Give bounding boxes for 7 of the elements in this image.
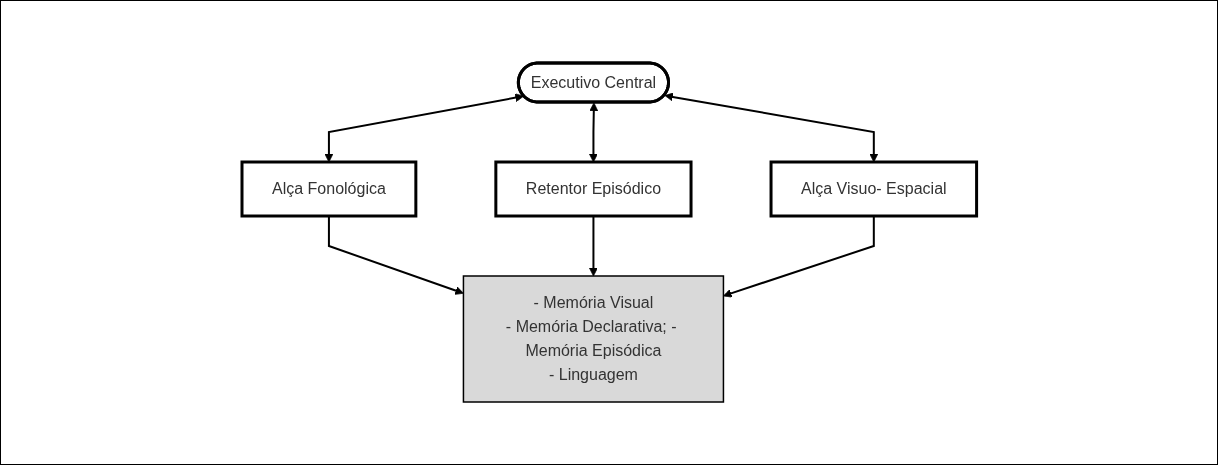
arrow bbox=[664, 92, 878, 163]
node-box: Alça Fonológica bbox=[240, 160, 418, 218]
node-box: - Memória Visual - Memória Declarativa; - Memória Episódica - Linguagem bbox=[462, 275, 724, 403]
node-box: Alça Visuo- Espacial bbox=[769, 160, 978, 218]
arrow bbox=[588, 102, 598, 163]
node-box: Retentor Episódico bbox=[494, 160, 693, 218]
arrow bbox=[324, 93, 524, 163]
